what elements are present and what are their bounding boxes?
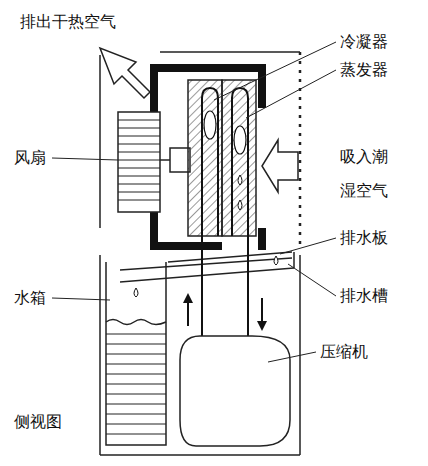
air-vent (299, 52, 302, 250)
duct-bar (258, 64, 266, 108)
outlet-arrow (100, 48, 150, 98)
duct-bar (150, 242, 222, 250)
leader-line (246, 70, 336, 118)
evaporator (222, 80, 256, 236)
inlet-label: 吸入潮 湿空气 (340, 140, 391, 208)
water-drop (134, 256, 278, 297)
pipe (201, 236, 203, 338)
part-label: 压缩机 (320, 342, 368, 362)
fan-motor (170, 148, 190, 172)
condenser (188, 80, 222, 236)
water-surface (106, 320, 166, 325)
view-label: 侧视图 (14, 412, 62, 432)
leader-line (268, 352, 316, 362)
fan-shaft (160, 159, 170, 161)
part-label: 排水板 (340, 228, 388, 248)
drain-plate (168, 252, 292, 262)
leader-line (280, 238, 336, 254)
drain-groove (120, 258, 292, 270)
housing-wall (100, 454, 300, 456)
coil-loop (204, 111, 216, 139)
tank-wall (106, 262, 166, 445)
duct-frame (150, 64, 266, 250)
fan (118, 112, 190, 212)
compressor-group (180, 236, 290, 446)
duct-bar (150, 64, 266, 72)
part-label: 蒸发器 (340, 60, 388, 80)
inlet-arrow (262, 140, 298, 192)
leader-line (52, 158, 118, 160)
flow-arrow (187, 298, 189, 326)
part-label: 水箱 (14, 288, 46, 308)
drain (120, 252, 294, 282)
part-label: 冷凝器 (340, 32, 388, 52)
coil-loop (234, 126, 246, 154)
fan-blades (118, 120, 160, 200)
housing-wall (99, 255, 101, 455)
outlet-label: 排出干热空气 (20, 12, 116, 32)
fan-body (118, 112, 160, 212)
housing (100, 52, 300, 455)
duct-bar (258, 228, 266, 250)
part-label: 风扇 (14, 148, 46, 168)
leaders (52, 42, 336, 362)
part-label: 排水槽 (340, 286, 388, 306)
flow-arrow (261, 298, 263, 326)
pipe (247, 236, 249, 338)
compressor (180, 336, 290, 446)
coil-pipe (232, 88, 248, 236)
water (106, 334, 166, 434)
coil-pipe (202, 88, 218, 236)
leader-line (52, 298, 110, 300)
drain-groove (120, 268, 294, 282)
leader-line (214, 42, 336, 100)
housing-wall (160, 51, 300, 53)
condensate-drop (238, 175, 242, 210)
heat-exchangers (188, 80, 256, 236)
drain-groove (293, 252, 295, 268)
housing-wall (99, 55, 101, 228)
leader-line (288, 264, 336, 296)
water-tank (106, 262, 166, 445)
